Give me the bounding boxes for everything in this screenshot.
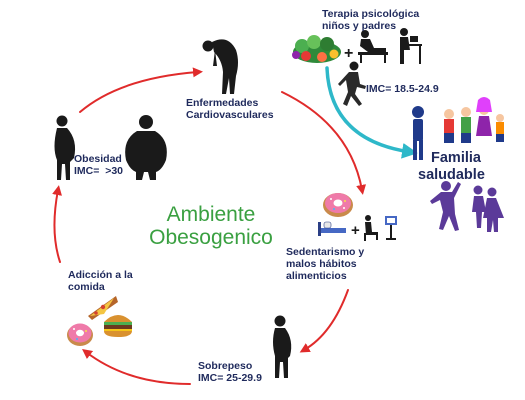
desk-person-icon	[400, 28, 422, 64]
therapy-label-line2: niños y padres	[322, 20, 397, 32]
sedentarismo-label-line2: malos hábitos	[286, 258, 357, 270]
running-person-icon	[338, 61, 366, 106]
pizza-icon	[88, 296, 118, 320]
dancing-family-icon	[430, 181, 504, 232]
therapy-label-line1: Terapia psicológica	[322, 8, 420, 20]
relaxing-person-icon	[358, 30, 388, 63]
obese-person-front-icon	[125, 115, 167, 180]
healthy-imc-label: IMC= 18.5-24.9	[366, 83, 439, 95]
family-icon	[444, 97, 504, 143]
burger-icon	[104, 315, 132, 337]
cardio-label-line1: Enfermedades	[186, 97, 259, 109]
family-label-line2: saludable	[418, 167, 485, 183]
vegetables-icon	[292, 35, 341, 63]
arrow-to-familia-saludable	[325, 66, 418, 159]
donut-icon	[67, 323, 93, 346]
healthy-man-icon	[412, 106, 424, 160]
adiccion-label-line1: Adicción a la	[68, 269, 133, 281]
overweight-person-icon	[273, 315, 292, 378]
sick-person-icon	[202, 39, 238, 94]
tv-watching-icon	[364, 215, 397, 241]
arrow-sedentarismo-to-sobrepeso	[299, 289, 349, 353]
sobrepeso-label-line2: IMC= 25-29.9	[198, 372, 262, 384]
center-title-line1: Ambiente	[166, 203, 256, 226]
sedentarismo-label-line3: alimenticios	[286, 270, 347, 282]
center-title-line2: Obesogenico	[149, 226, 273, 249]
arrow-cardio-to-sedentarismo	[281, 91, 367, 195]
cardio-label-line2: Cardiovasculares	[186, 109, 274, 121]
svg-text:+: +	[351, 222, 360, 239]
obesidad-label-line1: Obesidad	[74, 153, 122, 165]
arrow-adiccion-to-obesidad	[52, 185, 62, 263]
obese-person-side-icon	[54, 115, 76, 180]
sedentarismo-label-line1: Sedentarismo y	[286, 246, 365, 258]
bed-icon	[318, 221, 346, 236]
donut-icon	[323, 193, 353, 217]
arrow-obesidad-to-cardio	[79, 67, 203, 113]
adiccion-label-line2: comida	[68, 281, 105, 293]
arrow-sobrepeso-to-adiccion	[82, 348, 191, 385]
obesidad-label-line2: IMC= >30	[74, 165, 124, 177]
family-label-line1: Familia	[431, 150, 481, 166]
sobrepeso-label-line1: Sobrepeso	[198, 360, 253, 372]
svg-text:+: +	[344, 45, 353, 62]
